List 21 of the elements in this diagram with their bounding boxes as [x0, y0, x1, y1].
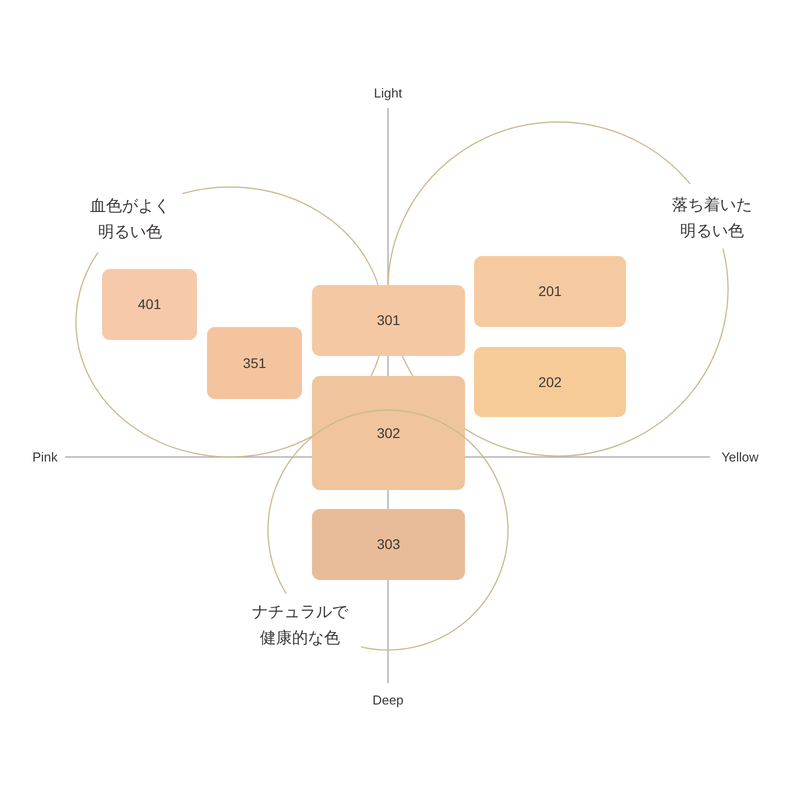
axis-label: Light [374, 84, 402, 102]
group-label: 血色がよく明るい色 [89, 197, 171, 243]
shade-swatch [312, 285, 465, 356]
shade-number: 301 [376, 311, 400, 330]
shade-swatch [312, 376, 465, 490]
axis-label: Deep [372, 691, 404, 710]
group-label: 落ち着いた明るい色 [671, 196, 753, 242]
shade-swatch [474, 347, 626, 417]
shade-number: 201 [538, 282, 562, 301]
axis-label: Yellow [721, 448, 759, 466]
shade-swatch [102, 269, 197, 340]
shade-number: 303 [376, 535, 400, 554]
shade-swatch [474, 256, 626, 327]
shade-number: 401 [138, 295, 162, 314]
shade-swatch [312, 509, 465, 580]
axis-label: Pink [32, 448, 58, 466]
shade-swatch [207, 327, 302, 399]
group-label: ナチュラルで健康的な色 [251, 603, 349, 649]
shade-number: 202 [538, 372, 562, 392]
shade-number: 351 [242, 354, 266, 372]
shade-number: 302 [376, 424, 400, 442]
